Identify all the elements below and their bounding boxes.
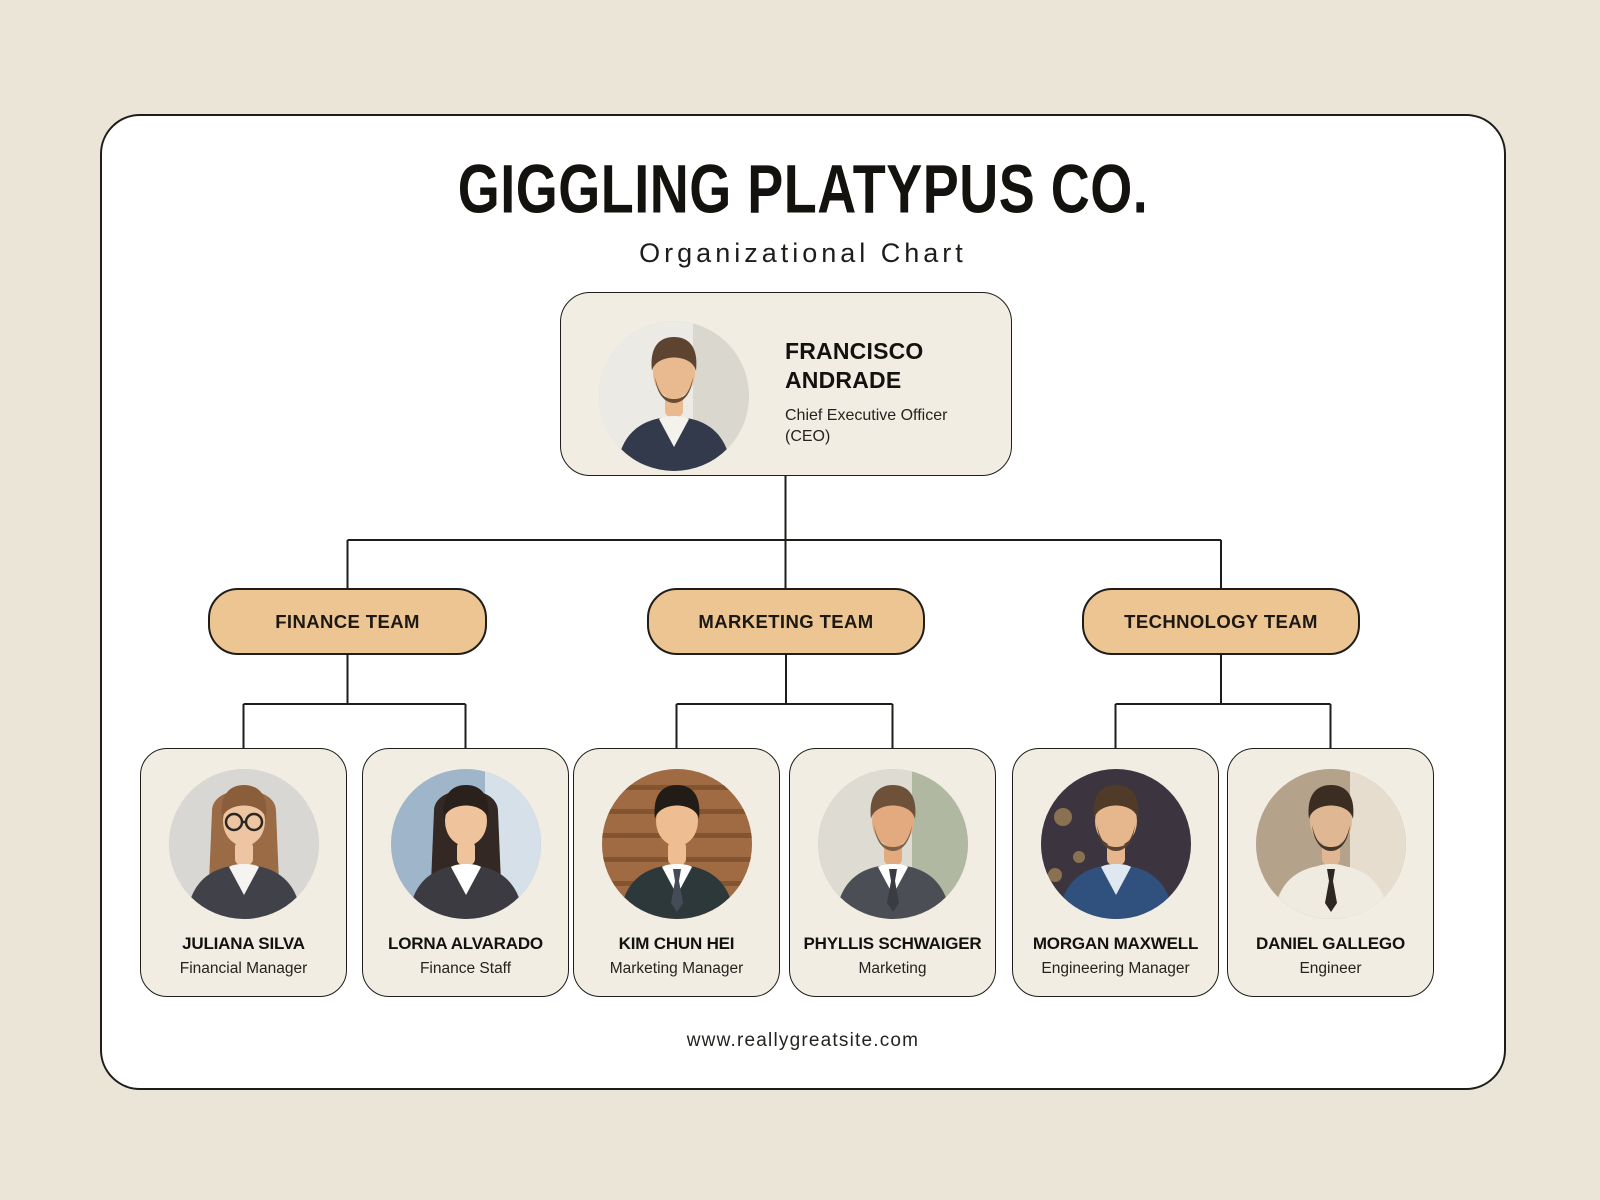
- ceo-role: Chief Executive Officer (CEO): [785, 406, 948, 446]
- member-name: JULIANA SILVA: [182, 934, 305, 953]
- member-role: Engineering Manager: [1041, 960, 1190, 977]
- chart-subtitle: Organizational Chart: [639, 238, 967, 268]
- team-pill-finance: FINANCE TEAM: [208, 588, 487, 655]
- member-photo: [601, 769, 752, 919]
- ceo-text: FRANCISCO ANDRADE Chief Executive Office…: [785, 337, 997, 448]
- member-photo: [817, 769, 968, 919]
- team-pill-technology: TECHNOLOGY TEAM: [1082, 588, 1360, 655]
- ceo-card: FRANCISCO ANDRADE Chief Executive Office…: [560, 292, 1012, 476]
- member-photo: [1040, 769, 1191, 919]
- team-pill-marketing: MARKETING TEAM: [647, 588, 925, 655]
- member-name: LORNA ALVARADO: [388, 934, 543, 953]
- member-name: KIM CHUN HEI: [618, 934, 735, 953]
- ceo-photo: [599, 321, 749, 471]
- member-card-morgan-maxwell: MORGAN MAXWELL Engineering Manager: [1012, 748, 1219, 997]
- member-card-juliana-silva: JULIANA SILVA Financial Manager: [140, 748, 347, 997]
- member-photo: [168, 769, 319, 919]
- company-title: GIGGLING PLATYPUS CO.: [457, 151, 1149, 229]
- website-url: www.reallygreatsite.com: [686, 1030, 920, 1051]
- member-role: Financial Manager: [179, 960, 308, 977]
- member-card-kim-chun-hei: KIM CHUN HEI Marketing Manager: [573, 748, 780, 997]
- chart-header: GIGGLING PLATYPUS CO. Organizational Cha…: [100, 150, 1506, 269]
- member-role: Marketing Manager: [609, 960, 744, 977]
- ceo-name: FRANCISCO ANDRADE: [785, 338, 924, 393]
- member-role: Marketing: [858, 960, 927, 977]
- member-card-phyllis-schwaiger: PHYLLIS SCHWAIGER Marketing: [789, 748, 996, 997]
- member-photo: [1255, 769, 1406, 919]
- member-role: Finance Staff: [419, 960, 512, 977]
- member-name: PHYLLIS SCHWAIGER: [803, 934, 982, 953]
- member-role: Engineer: [1299, 960, 1362, 977]
- member-name: MORGAN MAXWELL: [1032, 934, 1199, 953]
- member-card-daniel-gallego: DANIEL GALLEGO Engineer: [1227, 748, 1434, 997]
- member-photo: [390, 769, 541, 919]
- member-card-lorna-alvarado: LORNA ALVARADO Finance Staff: [362, 748, 569, 997]
- member-name: DANIEL GALLEGO: [1256, 934, 1405, 953]
